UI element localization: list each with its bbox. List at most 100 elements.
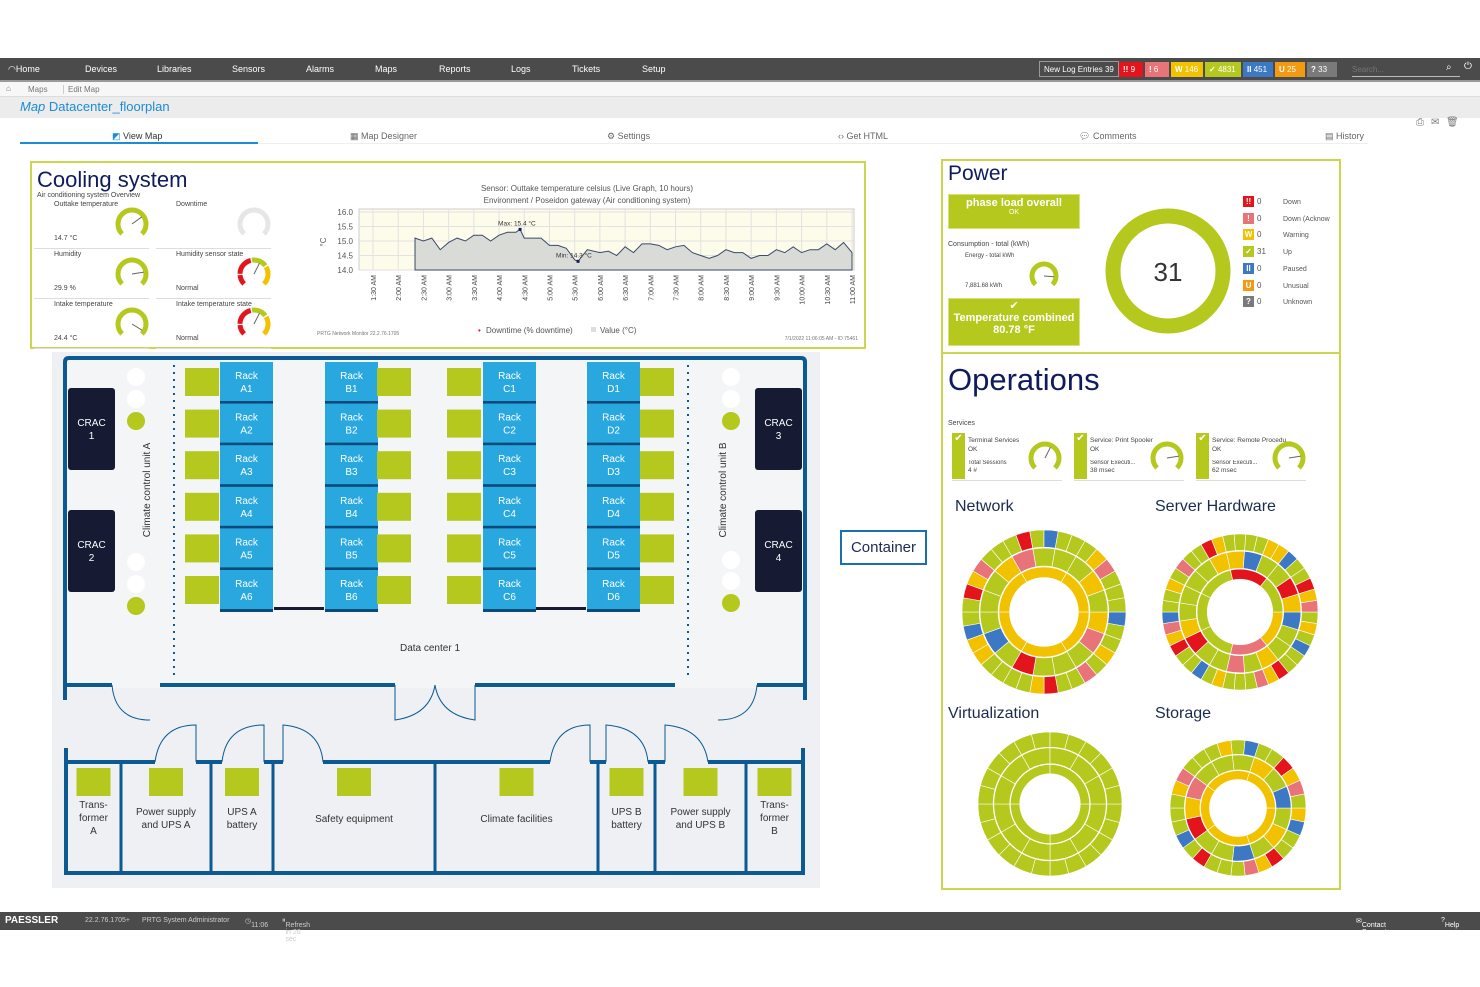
rack[interactable] [220, 528, 273, 569]
rack[interactable] [325, 362, 378, 402]
climate-sensor-dot[interactable] [127, 597, 145, 615]
server-hardware-sunburst-segment[interactable] [1178, 602, 1198, 622]
rack[interactable] [325, 445, 378, 486]
search-input[interactable] [1352, 63, 1460, 77]
rack-sensor-square[interactable] [185, 451, 219, 480]
rack-sensor-square[interactable] [185, 492, 219, 521]
rack[interactable] [587, 486, 640, 527]
temperature-combined-tile[interactable]: ✔ Temperature combined 80.78 °F [948, 298, 1080, 346]
tab-get-html[interactable]: ‹› Get HTML [838, 131, 888, 141]
crac-unit[interactable] [68, 388, 115, 470]
status-badge[interactable]: U 25 [1275, 62, 1305, 77]
virtualization-sunburst-segment[interactable] [1049, 764, 1090, 805]
rack[interactable] [587, 362, 640, 402]
power-icon[interactable]: ⏻ [1464, 61, 1472, 72]
rack-sensor-square[interactable] [377, 576, 411, 604]
nav-reports[interactable]: Reports [439, 64, 471, 74]
storage-sunburst-segment[interactable] [1290, 793, 1307, 809]
server-hardware-sunburst-segment[interactable] [1233, 673, 1247, 691]
climate-sensor-dot[interactable] [127, 390, 145, 408]
climate-sensor-dot[interactable] [722, 551, 740, 569]
status-badge[interactable]: !! 9 [1119, 62, 1143, 77]
network-sunburst-segment[interactable] [1060, 572, 1090, 613]
rack-sensor-square[interactable] [640, 534, 674, 563]
server-hardware-sunburst-segment[interactable] [1281, 593, 1302, 613]
rack-sensor-square[interactable] [377, 534, 411, 563]
room-sensor-square[interactable] [609, 768, 644, 796]
rack-sensor-square[interactable] [640, 492, 674, 521]
nav-sensors[interactable]: Sensors [232, 64, 266, 74]
status-badge[interactable]: ? 33 [1307, 62, 1337, 77]
rack[interactable] [220, 486, 273, 527]
rack-sensor-square[interactable] [447, 368, 481, 396]
storage-sunburst-segment[interactable] [1246, 772, 1276, 809]
climate-sensor-dot[interactable] [722, 594, 740, 612]
network-sunburst-segment[interactable] [1086, 589, 1109, 613]
climate-sensor-dot[interactable] [722, 368, 740, 386]
rack[interactable] [483, 403, 536, 444]
rack-sensor-square[interactable] [640, 451, 674, 480]
room-sensor-square[interactable] [225, 768, 259, 796]
rack-sensor-square[interactable] [640, 409, 674, 438]
breadcrumb-edit-map[interactable]: Edit Map [63, 85, 100, 94]
rack-sensor-square[interactable] [640, 368, 674, 396]
home-icon[interactable]: ⌂ [6, 84, 11, 93]
rack-sensor-square[interactable] [447, 534, 481, 563]
network-sunburst-segment[interactable] [1107, 597, 1127, 613]
room-sensor-square[interactable] [337, 768, 371, 796]
help-link[interactable]: ? Help [1441, 917, 1460, 929]
rack-sensor-square[interactable] [640, 576, 674, 604]
rack-sensor-square[interactable] [185, 576, 219, 604]
rack-sensor-square[interactable] [377, 451, 411, 480]
breadcrumb-maps[interactable]: Maps [28, 85, 48, 94]
server-hardware-sunburst-segment[interactable] [1196, 592, 1211, 632]
status-badge[interactable]: ✓ 4831 [1205, 62, 1241, 77]
network-sunburst-segment[interactable] [1032, 656, 1056, 677]
tab-map-designer[interactable]: ▦ Map Designer [350, 131, 417, 142]
storage-sunburst-segment[interactable] [1272, 786, 1292, 809]
tab-view-map[interactable]: ◩ View Map [112, 131, 162, 142]
refresh-timer[interactable]: ⏸ Refresh in 26 sec [282, 917, 311, 943]
new-log-entries-button[interactable]: New Log Entries 39 [1039, 61, 1119, 77]
crac-unit[interactable] [68, 510, 115, 592]
rack[interactable] [587, 403, 640, 444]
rack[interactable] [220, 445, 273, 486]
rack-sensor-square[interactable] [185, 409, 219, 438]
rack[interactable] [483, 445, 536, 486]
rack[interactable] [325, 570, 378, 610]
search-icon[interactable]: ⌕ [1446, 62, 1452, 73]
rack-sensor-square[interactable] [185, 534, 219, 563]
climate-sensor-dot[interactable] [127, 368, 145, 386]
rack[interactable] [483, 486, 536, 527]
rack[interactable] [220, 403, 273, 444]
user-name[interactable]: PRTG System Administrator [142, 917, 230, 924]
sensor-tile[interactable]: Downtime [156, 201, 271, 249]
room-sensor-square[interactable] [499, 768, 534, 796]
phase-load-tile[interactable]: phase load overall OK [948, 194, 1080, 229]
rack[interactable] [483, 570, 536, 610]
server-hardware-sunburst-segment[interactable] [1233, 533, 1247, 551]
virtualization-sunburst-segment[interactable] [1084, 775, 1107, 805]
room-sensor-square[interactable] [757, 768, 792, 796]
climate-sensor-dot[interactable] [127, 412, 145, 430]
rack[interactable] [220, 570, 273, 610]
export-icon[interactable]: ⎙ [1416, 117, 1424, 128]
nav-maps[interactable]: Maps [375, 64, 398, 74]
rack[interactable] [325, 486, 378, 527]
rack-sensor-square[interactable] [377, 409, 411, 438]
rack[interactable] [587, 445, 640, 486]
rack[interactable] [587, 528, 640, 569]
network-sunburst-segment[interactable] [1032, 547, 1056, 568]
